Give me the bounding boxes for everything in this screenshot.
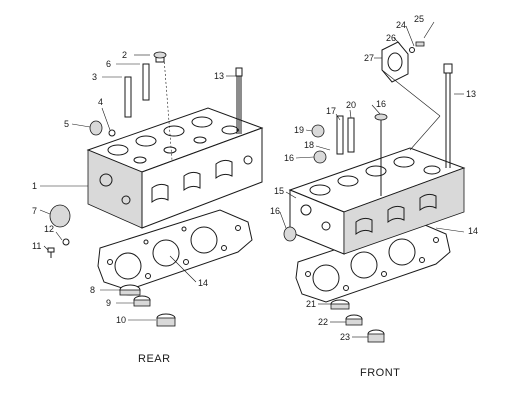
callout-4: 4 [98, 97, 103, 107]
rear-caption: REAR [138, 353, 171, 365]
callout-16-low: 16 [270, 206, 280, 216]
callout-8: 8 [90, 285, 95, 295]
callout-16-mid: 16 [284, 153, 294, 163]
front-caption: FRONT [360, 367, 400, 379]
rear-head-bolt [235, 67, 243, 134]
callout-11: 11 [32, 241, 41, 251]
callout-5: 5 [64, 119, 69, 129]
rear-cylinder-head [86, 107, 264, 229]
callout-2: 2 [122, 50, 127, 60]
front-leader-lines [279, 21, 465, 338]
callout-22: 22 [318, 317, 328, 327]
front-head-bolt [443, 63, 453, 168]
callout-23: 23 [340, 332, 350, 342]
callout-25: 25 [414, 14, 424, 24]
front-view: 25 24 26 27 17 20 16 19 18 16 13 15 16 1… [270, 14, 478, 379]
callout-9: 9 [106, 298, 111, 308]
callout-7: 7 [32, 206, 37, 216]
rear-valve-guides [124, 51, 167, 118]
front-callout-labels: 25 24 26 27 17 20 16 19 18 16 13 15 16 1… [270, 14, 478, 342]
callout-13: 13 [214, 71, 224, 81]
callout-26: 26 [386, 33, 396, 43]
rear-small-parts [47, 120, 176, 327]
rear-head-gasket [97, 209, 253, 291]
callout-27: 27 [364, 53, 374, 63]
callout-13-front: 13 [466, 89, 476, 99]
callout-6: 6 [106, 59, 111, 69]
rear-leader-lines [39, 54, 236, 321]
front-head-gasket [295, 221, 451, 303]
callout-15: 15 [274, 186, 284, 196]
callout-21: 21 [306, 299, 316, 309]
rear-callout-labels: 2 6 3 4 5 1 7 12 11 13 14 8 9 10 [32, 50, 224, 325]
callout-12: 12 [44, 224, 54, 234]
callout-10: 10 [116, 315, 126, 325]
callout-19: 19 [294, 125, 304, 135]
callout-20: 20 [346, 100, 356, 110]
callout-3: 3 [92, 72, 97, 82]
callout-16-top: 16 [376, 99, 386, 109]
front-cylinder-head [288, 147, 466, 255]
rear-view: 2 6 3 4 5 1 7 12 11 13 14 8 9 10 REAR [32, 50, 264, 365]
callout-14: 14 [198, 278, 208, 288]
callout-1: 1 [32, 181, 37, 191]
callout-18: 18 [304, 140, 314, 150]
callout-17: 17 [326, 106, 336, 116]
callout-14-front: 14 [468, 226, 478, 236]
front-cover-plate [381, 41, 441, 151]
callout-24: 24 [396, 20, 406, 30]
